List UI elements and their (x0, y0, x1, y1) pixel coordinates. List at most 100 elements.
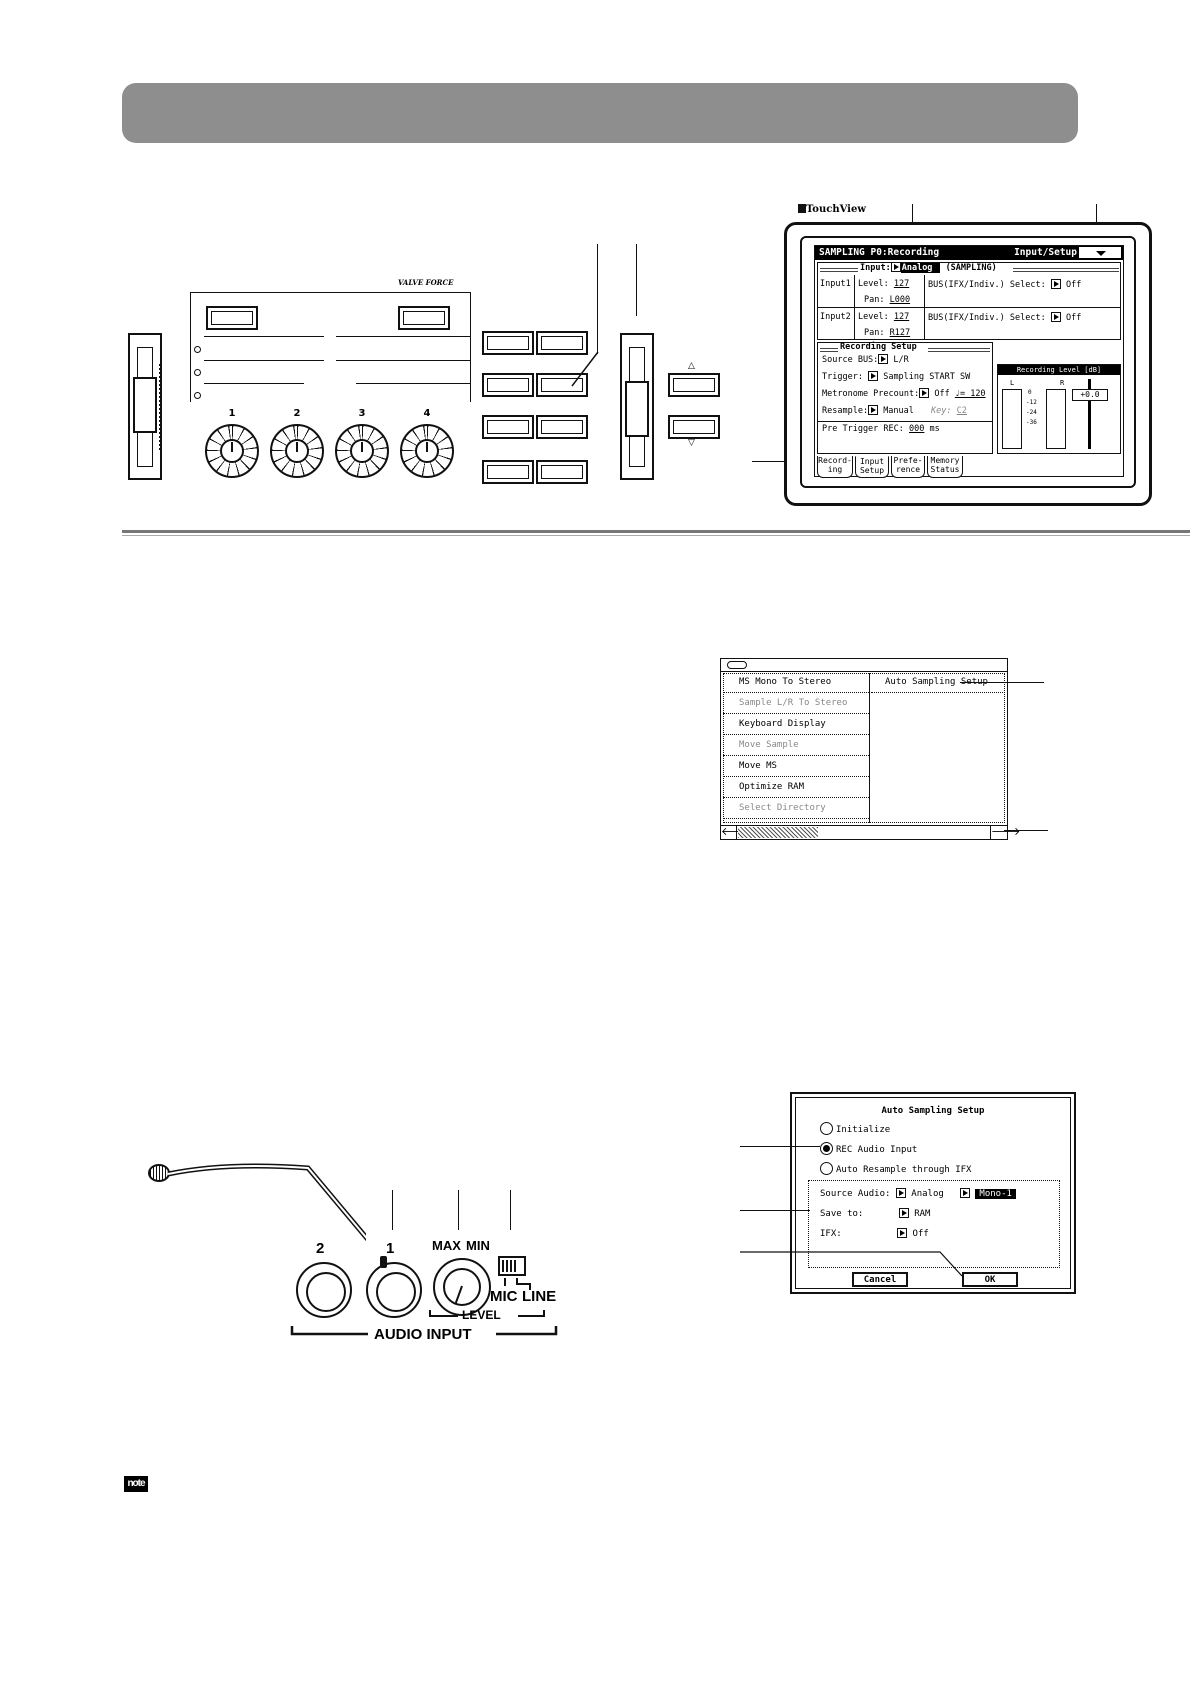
callout-value-slider (636, 244, 637, 316)
menu-item-ms-mono-to-stereo[interactable]: MS Mono To Stereo (723, 673, 869, 693)
panel-button-left[interactable] (206, 306, 258, 330)
input-row-divider (818, 307, 1120, 308)
source-channel-value[interactable]: Mono-1 (975, 1189, 1016, 1199)
panel-button-right[interactable] (398, 306, 450, 330)
input2-pan-value[interactable]: R127 (889, 328, 911, 338)
meter-l-label: L (1010, 379, 1015, 387)
rec-level-value[interactable]: +0.0 (1072, 389, 1108, 401)
grid-button-4a[interactable] (482, 460, 534, 484)
input2-bus-button[interactable] (1050, 312, 1061, 322)
line-label: LINE (522, 1288, 557, 1305)
meter-r-label: R (1060, 379, 1065, 387)
led-line-2a (204, 360, 324, 361)
input2-bus: BUS(IFX/Indiv.) Select: Off (928, 312, 1082, 323)
utility-menu-tab[interactable] (727, 661, 747, 669)
menu-scrollbar[interactable]: 🡐 🡒 (721, 825, 1021, 839)
input1-divider2 (924, 275, 925, 307)
knob-label-2: 2 (293, 408, 301, 419)
grid-button-3b[interactable] (536, 415, 588, 439)
ifx-button[interactable] (897, 1228, 908, 1238)
metronome-button[interactable] (919, 388, 930, 398)
page-menu-button[interactable] (1079, 247, 1121, 258)
option-initialize[interactable]: Initialize (820, 1122, 890, 1135)
grid-button-4b[interactable] (536, 460, 588, 484)
pre-trigger-rec: Pre Trigger REC: 000 ms (822, 424, 940, 434)
input1-pan-value[interactable]: L000 (889, 295, 911, 305)
grid-button-1a[interactable] (482, 331, 534, 355)
input2-divider2 (924, 308, 925, 340)
input2-level-value[interactable]: 127 (893, 312, 910, 322)
knob-1[interactable] (205, 424, 259, 478)
grid-button-3a[interactable] (482, 415, 534, 439)
scroll-left-button[interactable]: 🡐 (721, 825, 751, 839)
level-knob[interactable] (433, 1258, 491, 1316)
input1-level-value[interactable]: 127 (893, 279, 910, 289)
input-value[interactable]: Analog (900, 263, 941, 273)
option-auto-resample-ifx[interactable]: Auto Resample through IFX (820, 1162, 971, 1175)
knob-label-3: 3 (358, 408, 366, 419)
pre-trigger-value[interactable]: 000 (909, 424, 925, 434)
input1-pan: Pan: L000 (864, 295, 911, 305)
scroll-right-button[interactable]: 🡒 (990, 825, 1021, 839)
level-min-label: MIN (466, 1238, 490, 1253)
led-1 (194, 346, 201, 353)
led-2 (194, 369, 201, 376)
key-value[interactable]: C2 (956, 406, 967, 416)
input-select-button[interactable] (890, 262, 901, 272)
cancel-button[interactable]: Cancel (852, 1272, 908, 1287)
meter-r (1046, 389, 1066, 449)
menu-item-select-directory[interactable]: Select Directory (723, 799, 869, 819)
trigger-button[interactable] (868, 371, 879, 381)
menu-item-keyboard-display[interactable]: Keyboard Display (723, 715, 869, 735)
sampling-mode-button[interactable] (536, 373, 588, 397)
page-title: SAMPLING P0:Recording (819, 247, 940, 258)
tab-input-setup[interactable]: Input Setup (855, 456, 889, 478)
level-max-label: MAX (432, 1238, 461, 1253)
input1-bus-button[interactable] (1050, 279, 1061, 289)
value-slider[interactable] (620, 333, 654, 480)
knob-2[interactable] (270, 424, 324, 478)
led-line-1a (204, 336, 324, 337)
input2-divider (854, 308, 855, 340)
tempo-value[interactable]: ♩= 120 (954, 389, 986, 399)
tab-preference[interactable]: Prefe- rence (891, 456, 925, 478)
menu-item-move-ms[interactable]: Move MS (723, 757, 869, 777)
menu-item-optimize-ram[interactable]: Optimize RAM (723, 778, 869, 798)
inc-button[interactable] (668, 373, 720, 397)
resample-button[interactable] (868, 405, 879, 415)
input-header: Input:Analog (SAMPLING) (860, 262, 997, 273)
audio-input-1-jack[interactable] (366, 1262, 422, 1318)
menu-item-move-sample[interactable]: Move Sample (723, 736, 869, 756)
audio-input-caption: AUDIO INPUT (374, 1326, 472, 1343)
source-bus: Source BUS: L/R (822, 354, 909, 365)
audio-input-illustration: 2 1 MAX MIN MIC LINE LEVEL AUDIO INPUT (140, 1160, 560, 1350)
input2-pan: Pan: R127 (864, 328, 911, 338)
source-channel-button[interactable] (960, 1188, 970, 1198)
ok-button[interactable]: OK (962, 1272, 1018, 1287)
source-bus-button[interactable] (878, 354, 889, 364)
knob-3[interactable] (335, 424, 389, 478)
callout-diagonal (571, 351, 599, 387)
menu-item-sample-lr-to-stereo[interactable]: Sample L/R To Stereo (723, 694, 869, 714)
option-rec-audio-input[interactable]: REC Audio Input (820, 1142, 917, 1155)
dec-button[interactable] (668, 415, 720, 439)
grid-button-1b[interactable] (536, 331, 588, 355)
knob-4[interactable] (400, 424, 454, 478)
scroll-thumb[interactable] (738, 827, 818, 838)
knob-label-4: 4 (423, 408, 431, 419)
input-header-hatch-right (1013, 266, 1119, 272)
save-to-button[interactable] (898, 1208, 909, 1218)
audio-input-2-jack[interactable] (296, 1262, 352, 1318)
rec-level-fader-track (1088, 379, 1091, 449)
menu-item-auto-sampling-setup[interactable]: Auto Sampling Setup (871, 673, 1005, 693)
tab-memory-status[interactable]: Memory Status (927, 456, 963, 478)
section-header-bar (122, 83, 1078, 143)
tab-recording[interactable]: Record- ing (817, 456, 853, 478)
rec-header-hatch (820, 346, 838, 352)
grid-button-2a[interactable] (482, 373, 534, 397)
source-audio-button[interactable] (895, 1188, 906, 1198)
led-line-1b (336, 336, 470, 337)
input2-name: Input2 (820, 312, 851, 322)
mic-line-switch[interactable] (498, 1256, 526, 1276)
left-slider[interactable] (128, 333, 162, 480)
